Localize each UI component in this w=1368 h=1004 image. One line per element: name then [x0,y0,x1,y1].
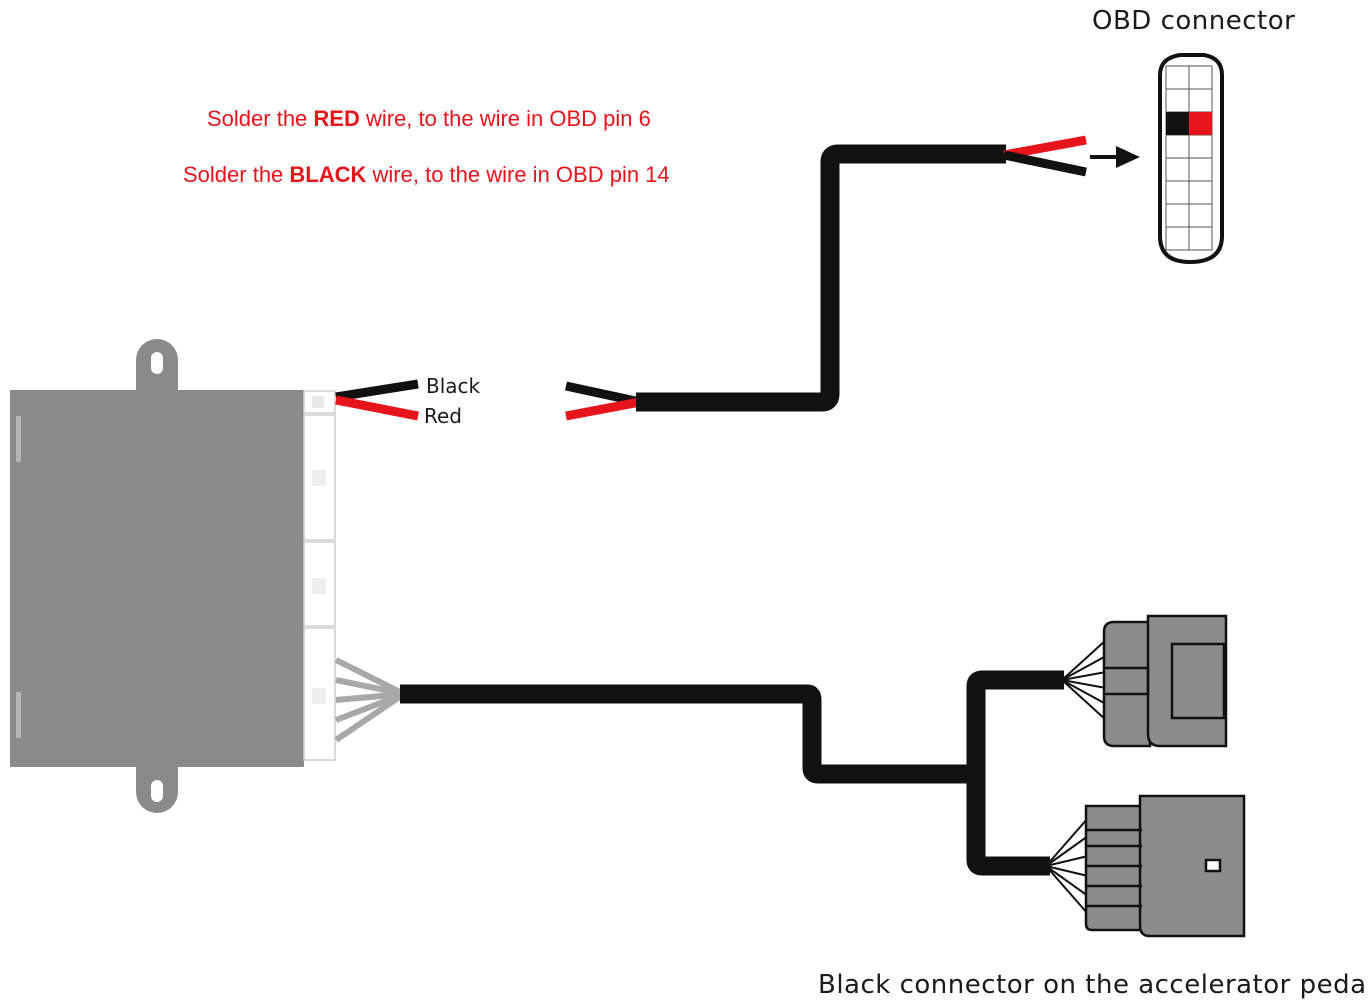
obd-pin-6-red [1189,112,1212,135]
pedal-connector-label: Black connector on the accelerator pedal [818,970,1368,1000]
socket-2-pin [312,470,326,486]
pedal-harness-cable [400,684,976,784]
socket-1-pin [312,396,324,408]
control-module [10,339,336,813]
module-black-wire [335,379,419,402]
obd-connector [1158,53,1224,265]
instruction-black-keyword: BLACK [289,162,367,187]
lower-connector-latch [1204,858,1222,873]
upper-pedal-connector [1102,614,1228,748]
module-wire-pair [335,379,419,421]
harness-black-tip [1003,150,1087,177]
module-side-mark-bottom [16,692,21,738]
obd-connector-label: OBD connector [1092,6,1296,36]
socket-3-pin [312,578,326,594]
module-body [10,390,304,767]
socket-4-pin [312,688,326,704]
module-red-wire [335,395,419,421]
obd-pin-14-black [1166,112,1189,135]
module-side-mark-top [16,416,21,462]
upper-connector-wires [1061,639,1107,721]
instruction-black-prefix: Solder the [183,162,290,187]
instruction-red-prefix: Solder the [207,106,314,131]
module-wire-fan [334,657,406,743]
harness-black-end [565,381,641,407]
harness-red-tip [1003,135,1087,160]
red-wire-label: Red [424,404,462,428]
lower-connector-wires [1045,817,1089,915]
instruction-red-keyword: RED [313,106,360,131]
instruction-black-wire: Solder the BLACK wire, to the wire in OB… [183,162,670,188]
mounting-hole-top [151,352,163,374]
obd-harness [565,135,1140,421]
harness-red-end [565,397,641,421]
pedal-harness-branch [966,670,1064,876]
black-wire-label: Black [426,374,481,398]
instruction-red-wire: Solder the RED wire, to the wire in OBD … [207,106,651,132]
instruction-black-suffix: wire, to the wire in OBD pin 14 [366,162,670,187]
pedal-harness [334,614,1246,938]
direction-arrow-icon [1116,146,1140,168]
instruction-red-suffix: wire, to the wire in OBD pin 6 [359,106,651,131]
lower-pedal-connector [1084,794,1246,938]
mounting-hole-bottom [151,780,163,802]
harness-cable [636,144,1006,412]
